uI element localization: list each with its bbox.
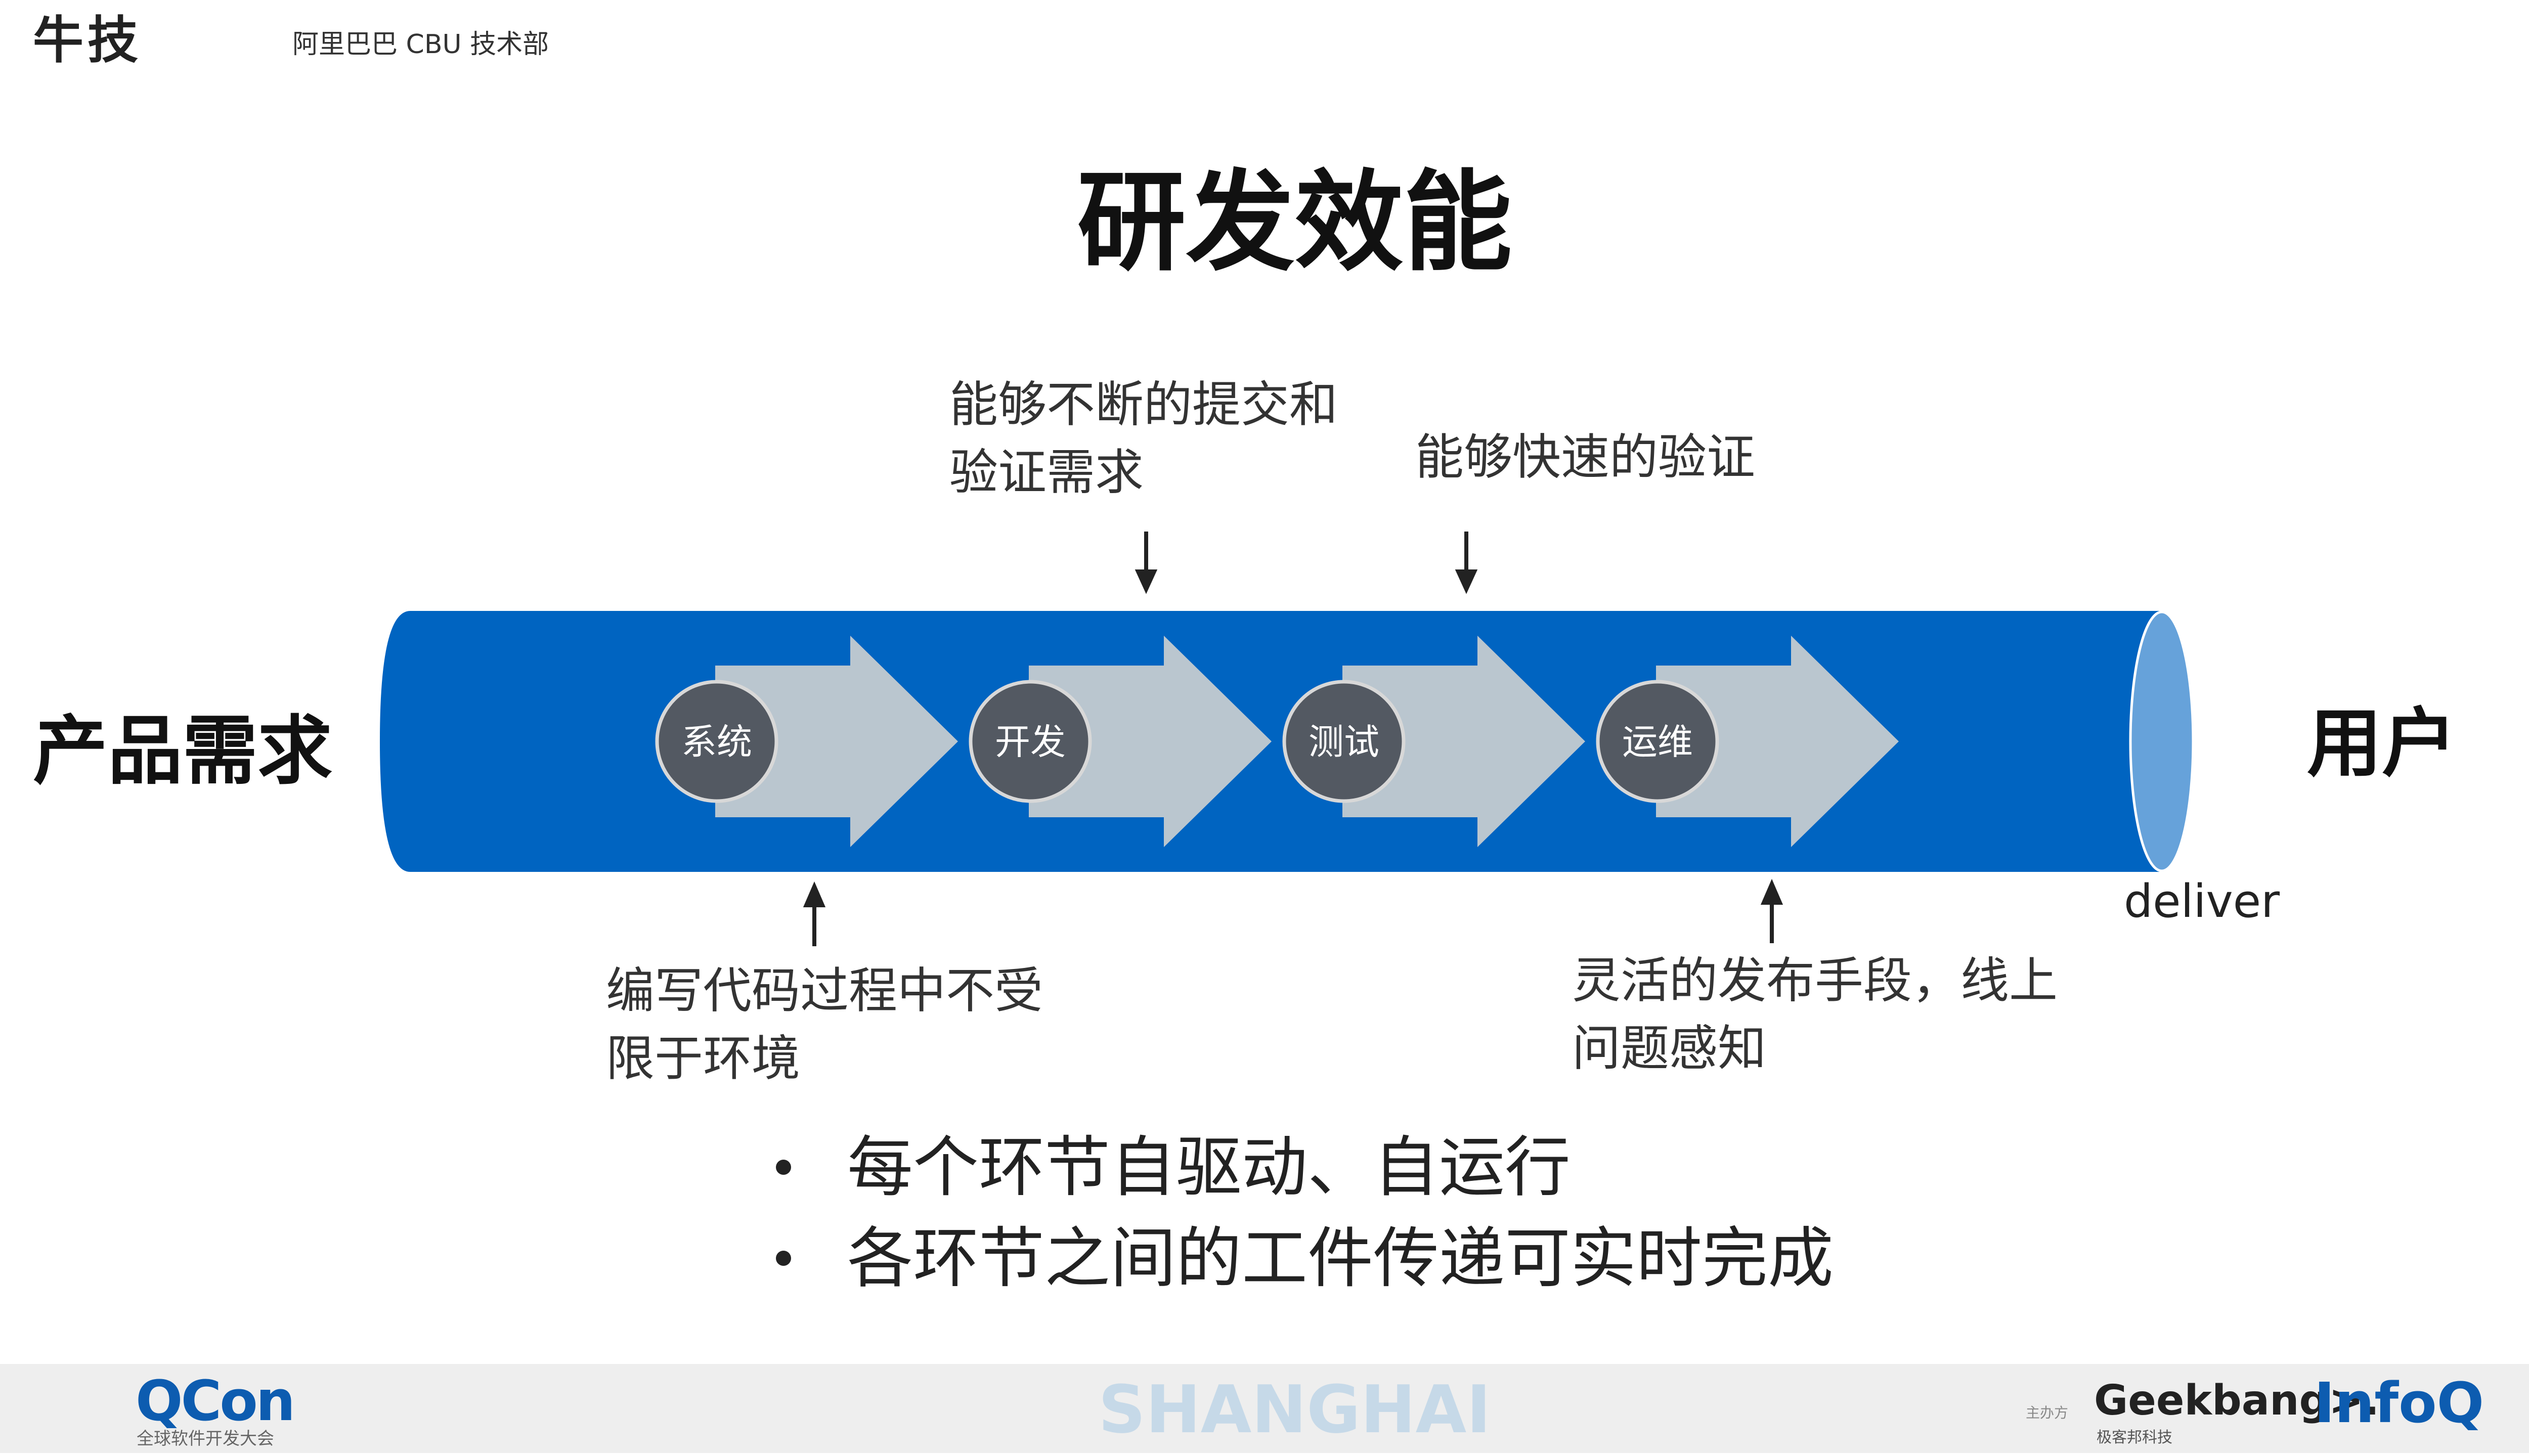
bullet-icon — [776, 1251, 791, 1266]
deliver-label: deliver — [2124, 875, 2280, 928]
geekbang-logo: Geekbang>. — [2094, 1377, 2380, 1425]
footer-bar: QCon 全球软件开发大会 SHANGHAI 主办方 Geekbang>. 极客… — [0, 1364, 2529, 1453]
stage-circle — [1596, 680, 1719, 803]
annotation-line: 能够快速的验证 — [1415, 429, 1755, 486]
annotation-env: 编写代码过程中不受 限于环境 — [606, 957, 1043, 1092]
stage-circle — [655, 680, 778, 803]
stage-4: 运维 — [1596, 636, 1899, 847]
annotation-line: 编写代码过程中不受 — [606, 962, 1043, 1019]
city-watermark: SHANGHAI — [1098, 1371, 1491, 1448]
infoq-logo: InfoQ — [2314, 1371, 2484, 1435]
stage-3: 测试 — [1282, 636, 1585, 847]
host-label: 主办方 — [2026, 1404, 2069, 1421]
geekbang-subtitle: 极客邦科技 — [2097, 1429, 2172, 1446]
qcon-subtitle: 全球软件开发大会 — [137, 1429, 274, 1449]
stage-arrow — [1656, 636, 1899, 847]
stage-arrow — [715, 636, 958, 847]
stage-2: 开发 — [969, 636, 1272, 847]
niuji-logo: 牛技 — [33, 11, 142, 70]
annotation-line: 灵活的发布手段，线上 — [1572, 952, 2058, 1009]
pipeline-diagram: 系统 开发 测试 运维 — [380, 611, 2193, 872]
user-label: 用户 — [2307, 700, 2457, 787]
up-arrow-icon — [1760, 878, 1783, 943]
up-arrow-icon — [803, 881, 826, 946]
stage-arrow — [1029, 636, 1272, 847]
bullet-text: 各环节之间的工件传递可实时完成 — [847, 1220, 1834, 1297]
annotation-line: 限于环境 — [606, 1030, 800, 1087]
bullet-icon — [776, 1160, 791, 1175]
stage-label: 运维 — [1622, 721, 1693, 763]
org-name: 阿里巴巴 CBU 技术部 — [292, 29, 549, 60]
stage-label: 测试 — [1309, 721, 1379, 763]
bullet-text: 每个环节自驱动、自运行 — [847, 1129, 1571, 1206]
qcon-logo: QCon — [136, 1369, 295, 1433]
stage-circle — [969, 680, 1092, 803]
annotation-line: 能够不断的提交和 — [949, 376, 1338, 433]
stage-1: 系统 — [655, 636, 958, 847]
annotation-line: 验证需求 — [949, 444, 1144, 501]
annotation-line: 问题感知 — [1572, 1020, 1766, 1077]
product-requirements-label: 产品需求 — [33, 708, 332, 795]
annotation-release: 灵活的发布手段，线上 问题感知 — [1572, 947, 2058, 1082]
stage-label: 系统 — [681, 721, 752, 763]
stage-label: 开发 — [995, 721, 1066, 763]
annotation-fast-verify: 能够快速的验证 — [1415, 423, 1755, 491]
pipe-cap — [2129, 611, 2193, 872]
annotation-continuous-commit: 能够不断的提交和 验证需求 — [949, 371, 1338, 506]
slide-title: 研发效能 — [1077, 159, 1512, 286]
stage-arrow — [1342, 636, 1585, 847]
down-arrow-icon — [1135, 532, 1158, 594]
stage-circle — [1282, 680, 1406, 803]
down-arrow-icon — [1455, 532, 1478, 594]
